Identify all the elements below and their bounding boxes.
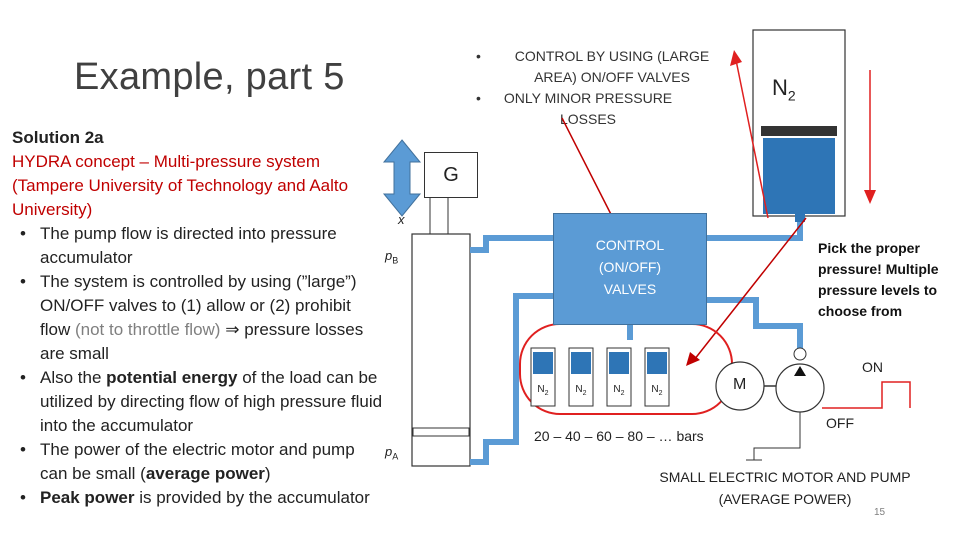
- bullet-char: •: [476, 48, 481, 64]
- arrow-head-pick-icon: [686, 352, 700, 366]
- arrow-head-down-icon: [864, 190, 876, 204]
- arrow-head-up-icon: [730, 50, 742, 66]
- accumulator-piston: [761, 126, 837, 136]
- hydraulic-cylinder: [411, 233, 471, 467]
- n2-small-4: N2: [651, 384, 663, 397]
- bullet-3: • Also the potential energy of the load …: [12, 366, 384, 438]
- bullet-1: • The pump flow is directed into pressur…: [12, 222, 384, 270]
- bullet-5: • Peak power is provided by the accumula…: [12, 486, 384, 510]
- bullet-char: •: [20, 368, 26, 387]
- cylinder-piston: [412, 427, 470, 437]
- page-number: 15: [874, 507, 886, 518]
- pressure-arrow-up: [735, 59, 769, 219]
- top-bullet-1-text: CONTROL BY USING (LARGE AREA) ON/OFF VAL…: [514, 48, 710, 85]
- bullet-3-post: of the load can be utilized by directing…: [40, 368, 383, 435]
- off-label: OFF: [826, 415, 854, 431]
- pressure-levels-label: 20 – 40 – 60 – 80 – … bars: [534, 428, 704, 444]
- top-bullets: • CONTROL BY USING (LARGE AREA) ON/OFF V…: [476, 46, 726, 130]
- accumulator-fluid: [763, 138, 835, 214]
- x-label: x: [398, 212, 405, 227]
- control-valves-box: CONTROL (ON/OFF) VALVES: [553, 213, 707, 325]
- bullet-4-bold: average power: [145, 464, 265, 483]
- bullet-5-bold: Peak power: [40, 488, 135, 507]
- pick-arrow: [693, 217, 807, 361]
- motion-double-arrow-icon: [382, 139, 422, 217]
- pipe-pump: [706, 297, 803, 350]
- on-off-signal: [822, 381, 911, 409]
- top-bullet-2-text: ONLY MINOR PRESSURE LOSSES: [503, 90, 673, 127]
- bullet-3-pre: Also the: [40, 368, 107, 387]
- bullet-2: • The system is controlled by using (”la…: [12, 270, 384, 366]
- n2-label: N2: [772, 75, 796, 104]
- tank-line: [753, 412, 801, 460]
- control-line-3: VALVES: [603, 281, 657, 297]
- slide-title: Example, part 5: [74, 56, 345, 98]
- body-text: Solution 2a HYDRA concept – Multi-pressu…: [12, 126, 384, 510]
- accumulator-port: [795, 214, 805, 222]
- motor-pump-label: SMALL ELECTRIC MOTOR AND PUMP (AVERAGE P…: [659, 469, 911, 507]
- bullet-4-pre: The power of the electric motor and pump…: [40, 440, 355, 483]
- bullet-5-post: is provided by the accumulator: [134, 488, 370, 507]
- bullet-2-pre: The system is controlled by using (”larg…: [40, 272, 357, 339]
- bullet-4-post: ): [264, 464, 271, 483]
- gravity-load-box: G: [424, 152, 478, 198]
- pipe-a: [470, 293, 560, 465]
- pump-arrow-icon: [794, 366, 806, 376]
- implies-symbol: ⇒: [225, 320, 240, 339]
- pick-pressure-label: Pick the proper pressure! Multiple press…: [818, 240, 939, 319]
- pa-label: pA: [385, 444, 399, 462]
- bullet-1-text: The pump flow is directed into pressure …: [40, 224, 337, 267]
- pipe-b: [470, 235, 560, 253]
- n2-small-1: N2: [537, 384, 549, 397]
- bullet-char: •: [20, 440, 26, 459]
- bullet-char: •: [20, 224, 26, 243]
- bullet-4: • The power of the electric motor and pu…: [12, 438, 384, 486]
- top-bullet-1: • CONTROL BY USING (LARGE AREA) ON/OFF V…: [476, 46, 726, 88]
- bullet-2-grey: (not to throttle flow): [74, 320, 221, 339]
- pump-outlet-icon: [793, 347, 807, 361]
- concept-line: HYDRA concept – Multi-pressure system (T…: [12, 152, 349, 219]
- n2-small-2: N2: [575, 384, 587, 397]
- n2-small-3: N2: [613, 384, 625, 397]
- motor-letter: M: [733, 376, 747, 393]
- bullet-char: •: [20, 272, 26, 291]
- bullet-char: •: [476, 90, 481, 106]
- on-label: ON: [862, 359, 883, 375]
- pb-label: pB: [385, 248, 399, 266]
- bullet-char: •: [20, 488, 26, 507]
- control-line-1: CONTROL: [595, 237, 665, 253]
- control-line-2: (ON/OFF): [598, 259, 662, 275]
- pipe-accumulator: [706, 216, 803, 241]
- solution-heading: Solution 2a: [12, 128, 104, 147]
- top-bullet-2: • ONLY MINOR PRESSURE LOSSES: [476, 88, 726, 130]
- small-accumulators: [530, 347, 670, 407]
- bullet-3-bold: potential energy: [106, 368, 238, 387]
- bullet-2-post: pressure losses are small: [40, 320, 364, 363]
